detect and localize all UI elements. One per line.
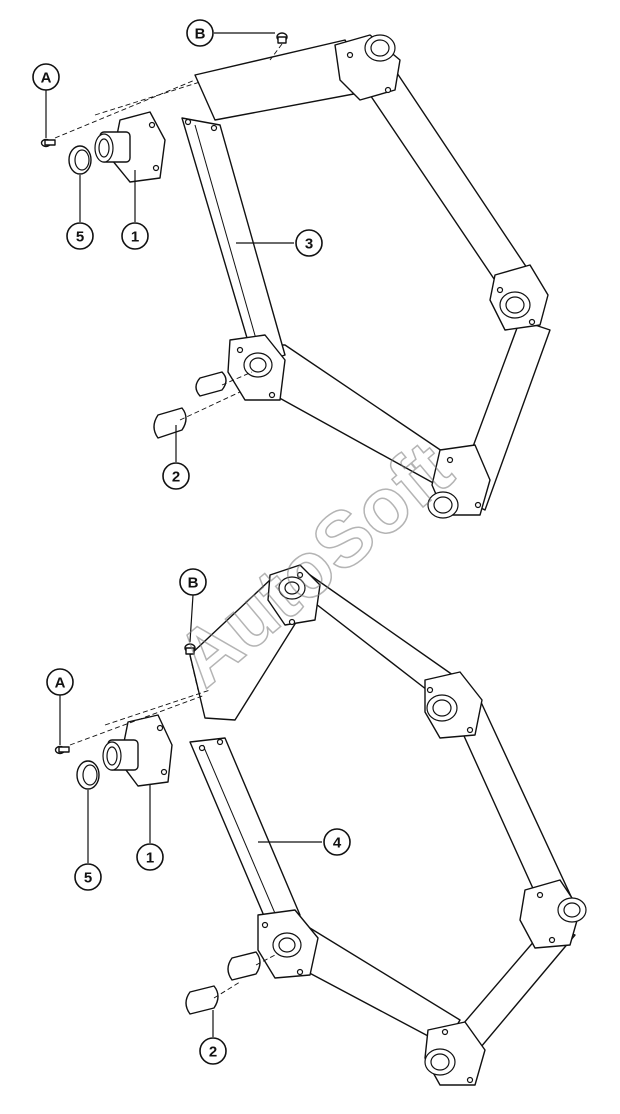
callout-lower-bearing-1: 1 xyxy=(136,843,164,871)
svg-text:B: B xyxy=(195,26,206,43)
callout-upper-frame-3: 3 xyxy=(295,229,323,257)
upper-seal-5 xyxy=(68,145,92,175)
lower-seal-5 xyxy=(76,760,100,790)
callout-upper-seal-5: 5 xyxy=(66,222,94,250)
upper-assembly xyxy=(40,32,551,519)
callout-upper-bearing-1: 1 xyxy=(121,222,149,250)
upper-frame-3 xyxy=(181,34,551,519)
lower-assembly xyxy=(54,564,587,1086)
upper-bearing-1 xyxy=(94,111,166,183)
callout-lower-a: A xyxy=(46,668,74,696)
upper-bushing-2 xyxy=(153,371,227,439)
svg-text:1: 1 xyxy=(131,229,139,246)
callout-lower-b: B xyxy=(179,568,207,596)
svg-text:2: 2 xyxy=(172,469,180,486)
upper-bolt-b xyxy=(276,32,288,44)
svg-text:4: 4 xyxy=(333,835,342,852)
lower-screw-a xyxy=(54,745,70,755)
svg-text:5: 5 xyxy=(84,870,92,887)
lower-frame-4 xyxy=(189,564,587,1086)
svg-text:A: A xyxy=(41,70,52,87)
svg-text:A: A xyxy=(55,675,66,692)
svg-text:B: B xyxy=(188,575,199,592)
svg-text:3: 3 xyxy=(305,236,313,253)
svg-text:2: 2 xyxy=(209,1044,217,1061)
callout-upper-b: B xyxy=(186,19,214,47)
lower-bushing-2 xyxy=(185,951,261,1015)
callout-leaders xyxy=(45,32,322,1037)
svg-text:5: 5 xyxy=(76,229,84,246)
lower-joint-plate-right xyxy=(519,879,581,949)
svg-text:1: 1 xyxy=(146,850,154,867)
callout-lower-bushing-2: 2 xyxy=(199,1037,227,1065)
lower-bolt-b xyxy=(184,643,196,655)
callout-upper-a: A xyxy=(32,63,60,91)
callout-lower-seal-5: 5 xyxy=(74,863,102,891)
callout-upper-bushing-2: 2 xyxy=(162,462,190,490)
callout-lower-frame-4: 4 xyxy=(323,828,351,856)
upper-screw-a xyxy=(40,138,56,148)
lower-bearing-1 xyxy=(102,714,173,787)
